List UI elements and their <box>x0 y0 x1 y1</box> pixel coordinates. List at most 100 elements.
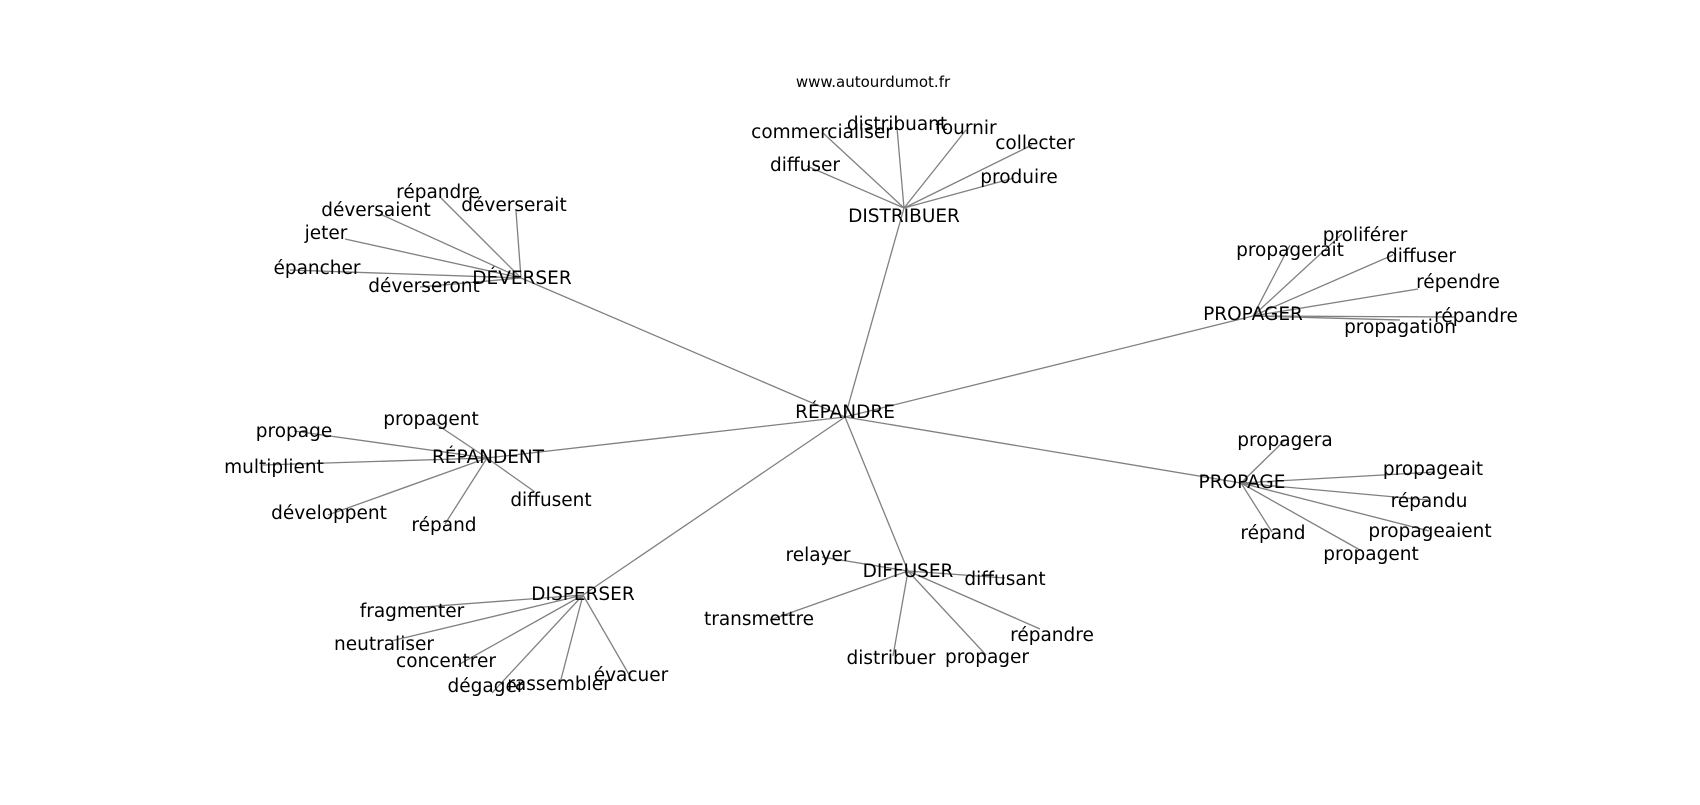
leaf-word-repandent[interactable]: répand <box>411 515 476 536</box>
center-node-label[interactable]: RÉPANDRE <box>795 401 895 423</box>
cluster-node-diffuser[interactable]: DIFFUSER <box>863 561 954 582</box>
leaf-word-distribuer[interactable]: commercialiser <box>751 122 893 143</box>
leaf-word-repandent[interactable]: multiplient <box>224 457 324 478</box>
edge-deverser-leaf <box>419 277 522 288</box>
leaf-word-deverser[interactable]: épancher <box>273 258 360 279</box>
edge-disperser-leaf <box>409 594 584 609</box>
cluster-node-disperser[interactable]: DISPERSER <box>531 584 635 605</box>
leaf-word-propager[interactable]: propagation <box>1344 317 1456 338</box>
edge-distribuer-leaf <box>903 177 1015 209</box>
edge-repandent-leaf <box>429 419 488 459</box>
edge-center-deverser <box>520 277 846 418</box>
leaf-word-deverser[interactable]: déversaient <box>321 200 431 221</box>
leaf-word-propage[interactable]: propagent <box>1323 544 1418 565</box>
leaf-word-distribuer[interactable]: diffuser <box>770 155 840 176</box>
leaf-word-propage[interactable]: répandu <box>1391 491 1468 512</box>
edge-repandent-leaf <box>262 457 488 466</box>
leaf-word-propager[interactable]: proliférer <box>1323 225 1408 246</box>
edge-propage-leaf <box>1240 439 1286 484</box>
leaf-word-disperser[interactable]: concentrer <box>396 651 496 672</box>
cluster-node-repandent[interactable]: RÉPANDENT <box>432 446 545 468</box>
edge-distribuer-leaf <box>896 127 905 209</box>
edge-distribuer-leaf <box>806 165 905 209</box>
edge-disperser-leaf <box>390 594 584 642</box>
edge-propager-leaf <box>1252 288 1419 317</box>
edge-center-diffuser <box>844 416 909 572</box>
leaf-word-propage[interactable]: propagera <box>1237 430 1332 451</box>
edges-layer <box>262 127 1457 694</box>
leaf-word-distribuer[interactable]: distribuant <box>847 114 947 135</box>
leaf-word-distribuer[interactable]: produire <box>980 167 1057 188</box>
site-watermark: www.autourdumot.fr <box>796 73 951 91</box>
edge-center-propage <box>844 416 1242 484</box>
edge-diffuser-leaf <box>892 570 909 657</box>
edge-propager-leaf <box>1252 254 1394 317</box>
leaf-word-propage[interactable]: propageaient <box>1368 521 1491 542</box>
cluster-node-propage[interactable]: PROPAGE <box>1199 472 1286 493</box>
leaf-word-deverser[interactable]: déverserait <box>461 195 566 216</box>
leaf-word-diffuser[interactable]: diffusant <box>964 569 1045 590</box>
edge-repandent-leaf <box>293 430 488 459</box>
leaf-word-disperser[interactable]: dégager <box>448 676 525 697</box>
edge-deverser-leaf <box>440 197 522 279</box>
edge-diffuser-leaf <box>907 570 1041 630</box>
edge-deverser-leaf <box>515 210 522 279</box>
edge-propage-leaf <box>1240 482 1273 533</box>
leaf-word-diffuser[interactable]: répandre <box>1010 625 1094 646</box>
edge-disperser-leaf <box>582 594 632 679</box>
edge-diffuser-leaf <box>907 570 1006 579</box>
leaf-word-deverser[interactable]: déverseront <box>368 276 480 297</box>
edge-propager-leaf <box>1252 244 1291 317</box>
edge-propage-leaf <box>1240 482 1430 532</box>
leaf-word-disperser[interactable]: rassembler <box>507 674 611 695</box>
edge-propager-leaf <box>1252 315 1457 318</box>
edge-diffuser-leaf <box>769 570 909 621</box>
edge-center-propager <box>844 315 1254 418</box>
edge-repandent-leaf <box>444 457 488 525</box>
leaf-word-repandent[interactable]: développent <box>271 503 387 524</box>
edge-distribuer-leaf <box>822 132 905 209</box>
edge-repandent-leaf <box>486 457 536 493</box>
edge-propager-leaf <box>1252 315 1401 321</box>
leaf-word-propager[interactable]: propagerait <box>1236 240 1344 261</box>
leaf-word-propager[interactable]: répandre <box>1434 306 1518 327</box>
edge-propage-leaf <box>1240 482 1429 501</box>
edge-distribuer-leaf <box>903 144 1033 209</box>
leaf-word-deverser[interactable]: répandre <box>396 182 480 203</box>
edge-propager-leaf <box>1252 233 1343 317</box>
leaf-word-diffuser[interactable]: relayer <box>786 545 851 566</box>
leaf-word-diffuser[interactable]: distribuer <box>847 648 936 669</box>
edge-deverser-leaf <box>379 213 522 279</box>
edge-distribuer-leaf <box>903 129 967 209</box>
edge-deverser-leaf <box>344 238 522 279</box>
leaf-word-disperser[interactable]: évacuer <box>594 665 669 686</box>
edge-propage-leaf <box>1240 482 1361 551</box>
edge-disperser-leaf <box>491 594 584 694</box>
leaf-word-disperser[interactable]: neutraliser <box>334 634 434 655</box>
edge-disperser-leaf <box>457 594 584 666</box>
leaf-word-distribuer[interactable]: fournir <box>935 118 997 139</box>
leaf-word-disperser[interactable]: fragmenter <box>360 601 465 622</box>
leaf-word-diffuser[interactable]: transmettre <box>704 609 814 630</box>
edge-diffuser-leaf <box>907 570 987 656</box>
cluster-node-deverser[interactable]: DÉVERSER <box>472 267 572 289</box>
edge-diffuser-leaf <box>821 556 909 572</box>
leaf-word-propager[interactable]: répendre <box>1416 272 1500 293</box>
leaf-word-distribuer[interactable]: collecter <box>995 133 1075 154</box>
leaf-word-propage[interactable]: propageait <box>1383 459 1483 480</box>
leaf-word-diffuser[interactable]: propager <box>945 647 1029 668</box>
leaf-word-propage[interactable]: répand <box>1240 523 1305 544</box>
edge-repandent-leaf <box>327 457 488 516</box>
leaf-word-repandent[interactable]: propage <box>256 421 332 442</box>
edge-center-distribuer <box>844 207 905 418</box>
leaf-word-repandent[interactable]: diffusent <box>510 490 591 511</box>
edge-disperser-leaf <box>558 594 584 688</box>
cluster-node-propager[interactable]: PROPAGER <box>1203 304 1303 325</box>
leaf-word-propager[interactable]: diffuser <box>1386 246 1456 267</box>
cluster-node-distribuer[interactable]: DISTRIBUER <box>848 206 960 227</box>
leaf-word-repandent[interactable]: propagent <box>383 409 478 430</box>
leaf-word-deverser[interactable]: jeter <box>304 223 348 244</box>
edge-center-disperser <box>582 416 846 596</box>
